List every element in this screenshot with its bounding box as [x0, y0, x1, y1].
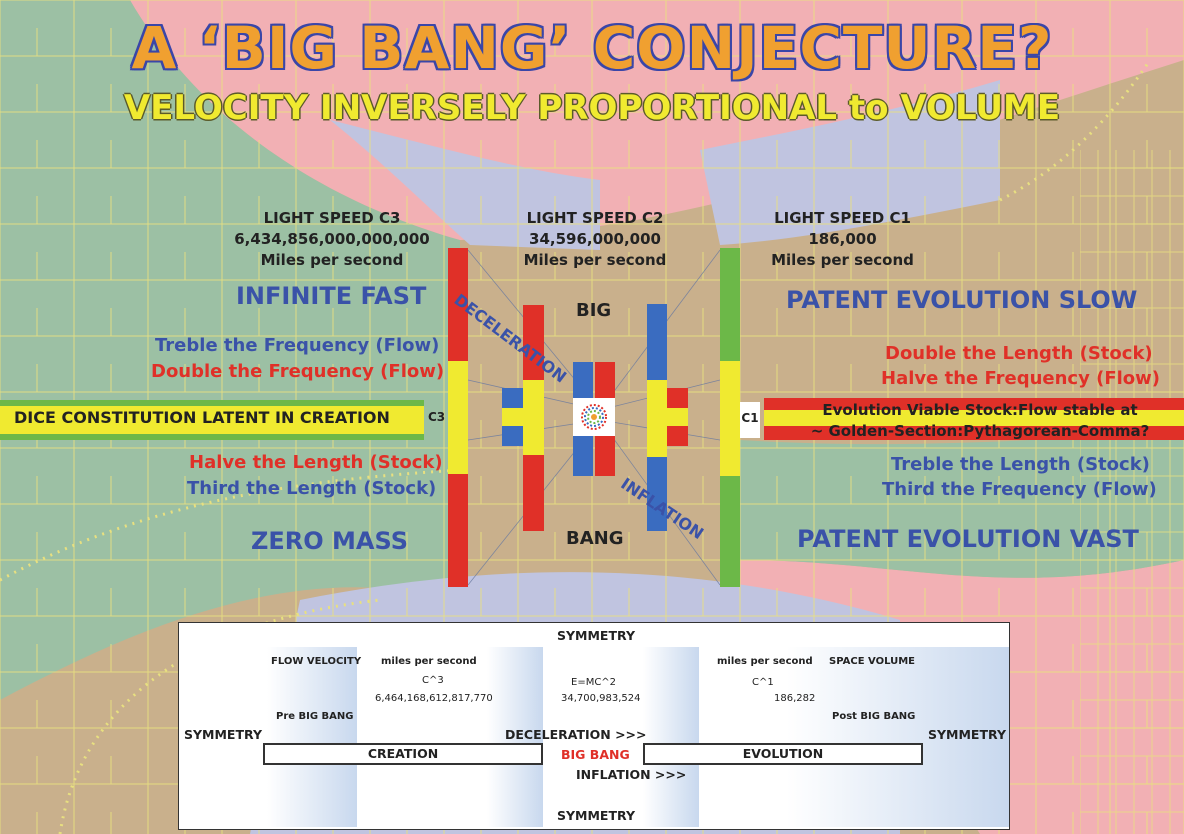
right-double-length: Double the Length (Stock): [885, 343, 1153, 364]
panel-shade-1: [267, 647, 357, 827]
c1-tag: C1: [740, 402, 760, 438]
c3-bar-middle: [448, 361, 468, 474]
left-inner-bar-top: [523, 305, 544, 380]
c3-label: LIGHT SPEED C3: [263, 209, 401, 227]
c1-bar-bottom: [720, 476, 740, 587]
big-bang-label: BIG BANG: [561, 747, 630, 762]
c3-unit: Miles per second: [260, 251, 404, 269]
c2-label: LIGHT SPEED C2: [526, 209, 664, 227]
c3-formula: C^3: [422, 675, 444, 686]
left-inner-bar-bottom: [523, 455, 544, 531]
left-small-blue-bottom: [502, 426, 523, 446]
c3-panel-value: 6,464,168,612,817,770: [375, 693, 493, 704]
c2-value: 34,596,000,000: [529, 230, 661, 248]
symmetry-right: SYMMETRY: [928, 727, 1006, 742]
c1-unit: Miles per second: [771, 251, 914, 269]
zero-mass-heading: ZERO MASS: [251, 527, 408, 555]
big-label: BIG: [576, 300, 612, 321]
page-subtitle: VELOCITY INVERSELY PROPORTIONAL to VOLUM…: [123, 88, 1061, 128]
light-speed-c3: LIGHT SPEED C3 6,434,856,000,000,000 Mil…: [212, 208, 452, 271]
symmetry-bottom: SYMMETRY: [557, 808, 635, 823]
c3-value: 6,434,856,000,000,000: [234, 230, 430, 248]
symmetry-left: SYMMETRY: [184, 727, 262, 742]
infinite-fast-heading: INFINITE FAST: [236, 282, 427, 310]
c3-bar-bottom: [448, 474, 468, 587]
c3-bar-top: [448, 248, 468, 361]
c1-bar-top: [720, 248, 740, 361]
evolution-box: EVOLUTION: [643, 743, 923, 765]
light-speed-c1: LIGHT SPEED C1 186,000 Miles per second: [735, 208, 950, 271]
left-band: [0, 400, 424, 440]
emc-formula: E=MC^2: [571, 677, 617, 688]
right-treble-length: Treble the Length (Stock): [891, 454, 1150, 475]
mps-right-label: miles per second: [717, 656, 813, 667]
dice-constitution-label: DICE CONSTITUTION LATENT IN CREATION: [14, 408, 390, 427]
deceleration-arrow-label: DECELERATION >>>: [505, 727, 647, 742]
evolution-line-2: ~ Golden-Section:Pythagorean-Comma?: [810, 422, 1150, 440]
left-small-yellow: [502, 408, 523, 426]
right-inner-bar-middle: [647, 380, 667, 457]
right-band-red-top: [764, 398, 1184, 410]
big-bang-burst-icon: [581, 404, 607, 430]
panel-shade-3: [643, 647, 699, 827]
panel-shade-4: [787, 647, 1009, 827]
right-inner-bar-bottom: [647, 457, 667, 531]
patent-evolution-vast-heading: PATENT EVOLUTION VAST: [797, 525, 1139, 553]
right-small-yellow: [667, 408, 688, 426]
right-inner-bar-top: [647, 304, 667, 380]
left-treble-frequency: Treble the Frequency (Flow): [155, 335, 440, 356]
mps-left-label: miles per second: [381, 656, 477, 667]
c1-label: LIGHT SPEED C1: [774, 209, 911, 227]
left-inner-bar-middle: [523, 380, 544, 455]
c2-unit: Miles per second: [523, 251, 667, 269]
pre-big-bang-label: Pre BIG BANG: [276, 711, 354, 722]
evolution-viable-label: Evolution Viable Stock:Flow stable at ~ …: [810, 400, 1150, 442]
right-small-red-top: [667, 388, 688, 408]
symmetry-panel: SYMMETRY SYMMETRY SYMMETRY SYMMETRY FLOW…: [178, 622, 1010, 830]
right-small-red-bottom: [667, 426, 688, 446]
c3-tag: C3: [428, 410, 446, 424]
left-small-blue-top: [502, 388, 523, 408]
c1-bar-middle: [720, 361, 740, 476]
flow-velocity-label: FLOW VELOCITY: [271, 656, 362, 667]
emc-panel-value: 34,700,983,524: [561, 693, 641, 704]
creation-box: CREATION: [263, 743, 543, 765]
left-halve-length: Halve the Length (Stock): [189, 452, 443, 473]
evolution-line-1: Evolution Viable Stock:Flow stable at: [822, 401, 1138, 419]
left-third-length: Third the Length (Stock): [187, 478, 437, 499]
post-big-bang-label: Post BIG BANG: [832, 711, 916, 722]
right-third-frequency: Third the Frequency (Flow): [882, 479, 1157, 500]
c1-panel-value: 186,282: [774, 693, 816, 704]
right-band-red-bottom: [764, 426, 1184, 440]
right-halve-frequency: Halve the Frequency (Flow): [881, 368, 1161, 389]
patent-evolution-slow-heading: PATENT EVOLUTION SLOW: [786, 286, 1138, 314]
space-volume-label: SPACE VOLUME: [829, 656, 915, 667]
panel-shade-2: [487, 647, 543, 827]
c1-formula: C^1: [752, 677, 774, 688]
left-double-frequency: Double the Frequency (Flow): [151, 361, 445, 382]
light-speed-c2: LIGHT SPEED C2 34,596,000,000 Miles per …: [480, 208, 710, 271]
c1-value: 186,000: [808, 230, 877, 248]
inflation-arrow-label: INFLATION >>>: [576, 767, 687, 782]
page-title: A ‘BIG BANG’ CONJECTURE?: [131, 14, 1053, 82]
bang-label: BANG: [566, 528, 624, 549]
symmetry-top: SYMMETRY: [557, 628, 635, 643]
